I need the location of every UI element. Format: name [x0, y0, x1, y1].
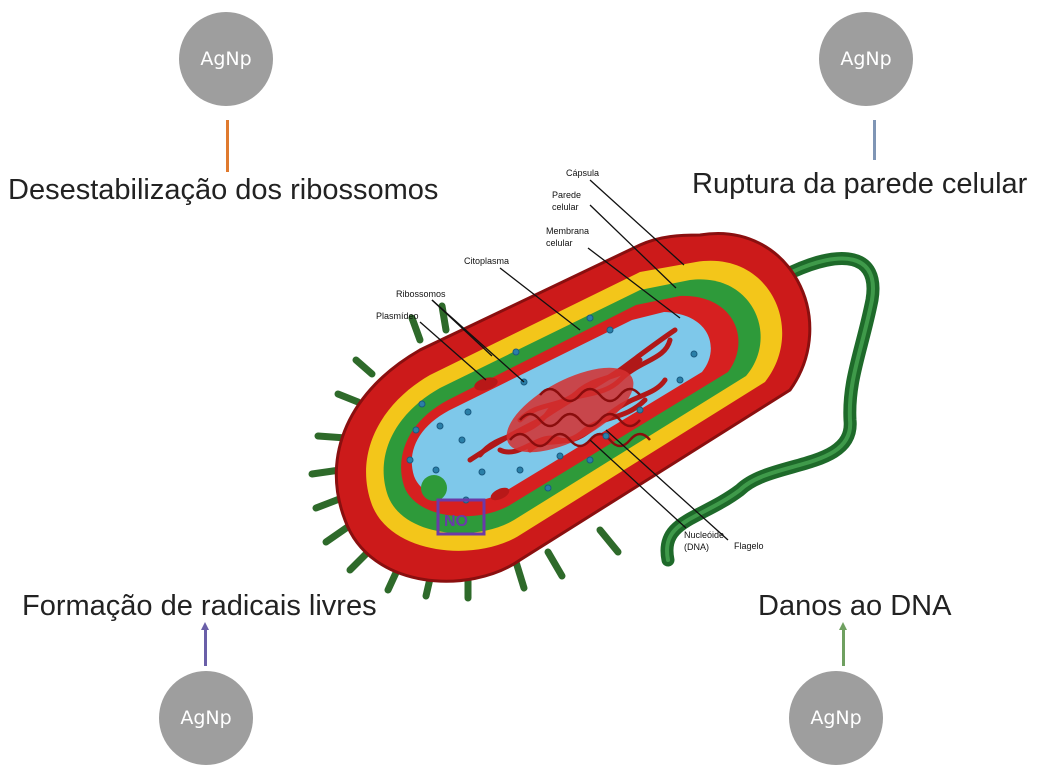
- label-membrana-1: Membrana: [546, 226, 589, 236]
- label-parede-2: celular: [552, 202, 579, 212]
- label-membrana-2: celular: [546, 238, 573, 248]
- label-plasmideo: Plasmídeo: [376, 311, 419, 321]
- no-label: NO: [444, 513, 468, 530]
- label-nucleoide-2: (DNA): [684, 542, 709, 552]
- label-parede-1: Parede: [552, 190, 581, 200]
- label-capsula: Cápsula: [566, 168, 599, 178]
- label-ribossomos: Ribossomos: [396, 289, 446, 299]
- label-flagelo: Flagelo: [734, 541, 764, 551]
- label-nucleoide-1: Nucleóide: [684, 530, 724, 540]
- label-citoplasma: Citoplasma: [464, 256, 509, 266]
- granule: [421, 475, 447, 501]
